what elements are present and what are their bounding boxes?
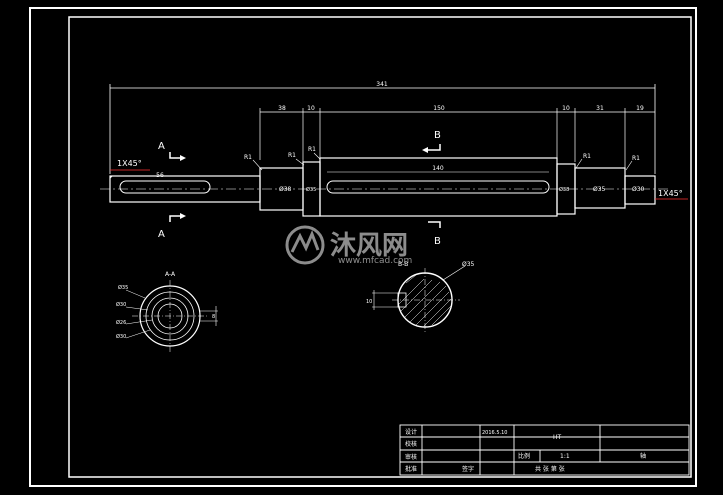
dia-label-1: Ø38 (279, 186, 292, 193)
tb-scale-value: 1:1 (560, 453, 570, 460)
watermark-brand: 沐风网 (330, 231, 408, 261)
watermark-url: www.mfcad.com (338, 256, 412, 266)
section-a-top-label: A (158, 141, 165, 152)
tb-date: 2016.5.10 (482, 430, 507, 436)
fillet-label-4: R1 (583, 153, 591, 160)
section-aa-view (125, 280, 218, 352)
bb-side-dim: 10 (366, 299, 372, 305)
section-a-arrow-top (180, 155, 186, 161)
segment-dimensions (259, 108, 655, 168)
overall-dim-text: 341 (376, 81, 388, 88)
keyway-left-dim: 56 (156, 172, 164, 179)
chamfer-left: 1X45° (117, 159, 142, 168)
dim-10-right: 10 (562, 105, 570, 112)
dim-19: 19 (636, 105, 644, 112)
dia-label-4: Ø35 (593, 186, 606, 193)
section-b-markers (428, 144, 441, 228)
dia-label-5: Ø30 (632, 186, 645, 193)
section-b-top-label: B (434, 130, 441, 141)
inner-frame (68, 16, 692, 478)
aa-side-dim: 8 (212, 314, 215, 320)
section-bb-view (372, 265, 466, 332)
dia-label-3: Ø38 (559, 186, 569, 193)
outer-frame (29, 7, 697, 487)
aa-label-3: Ø26 (116, 319, 126, 326)
dim-31: 31 (596, 105, 604, 112)
dim-38: 38 (278, 105, 286, 112)
aa-label-2: Ø30 (116, 301, 126, 308)
tb-sheet-text: 共 张 第 张 (535, 465, 565, 473)
watermark-logo (285, 225, 325, 265)
shaft-outline (109, 157, 656, 217)
aa-label-1: Ø35 (118, 284, 128, 291)
section-bb-hatch (398, 274, 452, 327)
tb-material: HT (553, 434, 562, 441)
dia-label-2: Ø35 (306, 186, 316, 193)
aa-view-title: A-A (165, 271, 176, 278)
tb-row-2: 校核 (405, 440, 417, 448)
fillet-leaders (252, 152, 633, 171)
section-a-markers (169, 152, 180, 222)
fillet-label-3: R1 (308, 146, 316, 153)
keyway-left (119, 180, 211, 194)
section-a-bottom-label: A (158, 229, 165, 240)
dim-10-left: 10 (307, 105, 315, 112)
tb-row-3: 审核 (405, 453, 417, 461)
tb-scale-label: 比例 (518, 452, 530, 460)
keyway-mid-dim: 140 (432, 165, 444, 172)
chamfer-right: 1X45° (658, 189, 683, 198)
tb-part-name: 轴 (640, 452, 646, 460)
dim-150: 150 (433, 105, 445, 112)
title-block (399, 424, 690, 476)
overall-dimension (109, 84, 656, 174)
tb-row-1: 设计 (405, 428, 417, 436)
bb-view-title: B-B (398, 261, 408, 268)
section-b-bottom-label: B (434, 236, 441, 247)
keyway-mid (326, 180, 550, 194)
fillet-label-1: R1 (244, 154, 252, 161)
fillet-label-2: R1 (288, 152, 296, 159)
bb-diameter: Ø35 (462, 261, 475, 268)
section-a-arrow-bottom (180, 213, 186, 219)
tb-extra-label: 签字 (462, 465, 474, 473)
section-b-arrow-top (422, 147, 428, 153)
fillet-label-5: R1 (632, 155, 640, 162)
tb-row-4: 批准 (405, 465, 417, 473)
aa-label-4: Ø30 (116, 333, 126, 340)
